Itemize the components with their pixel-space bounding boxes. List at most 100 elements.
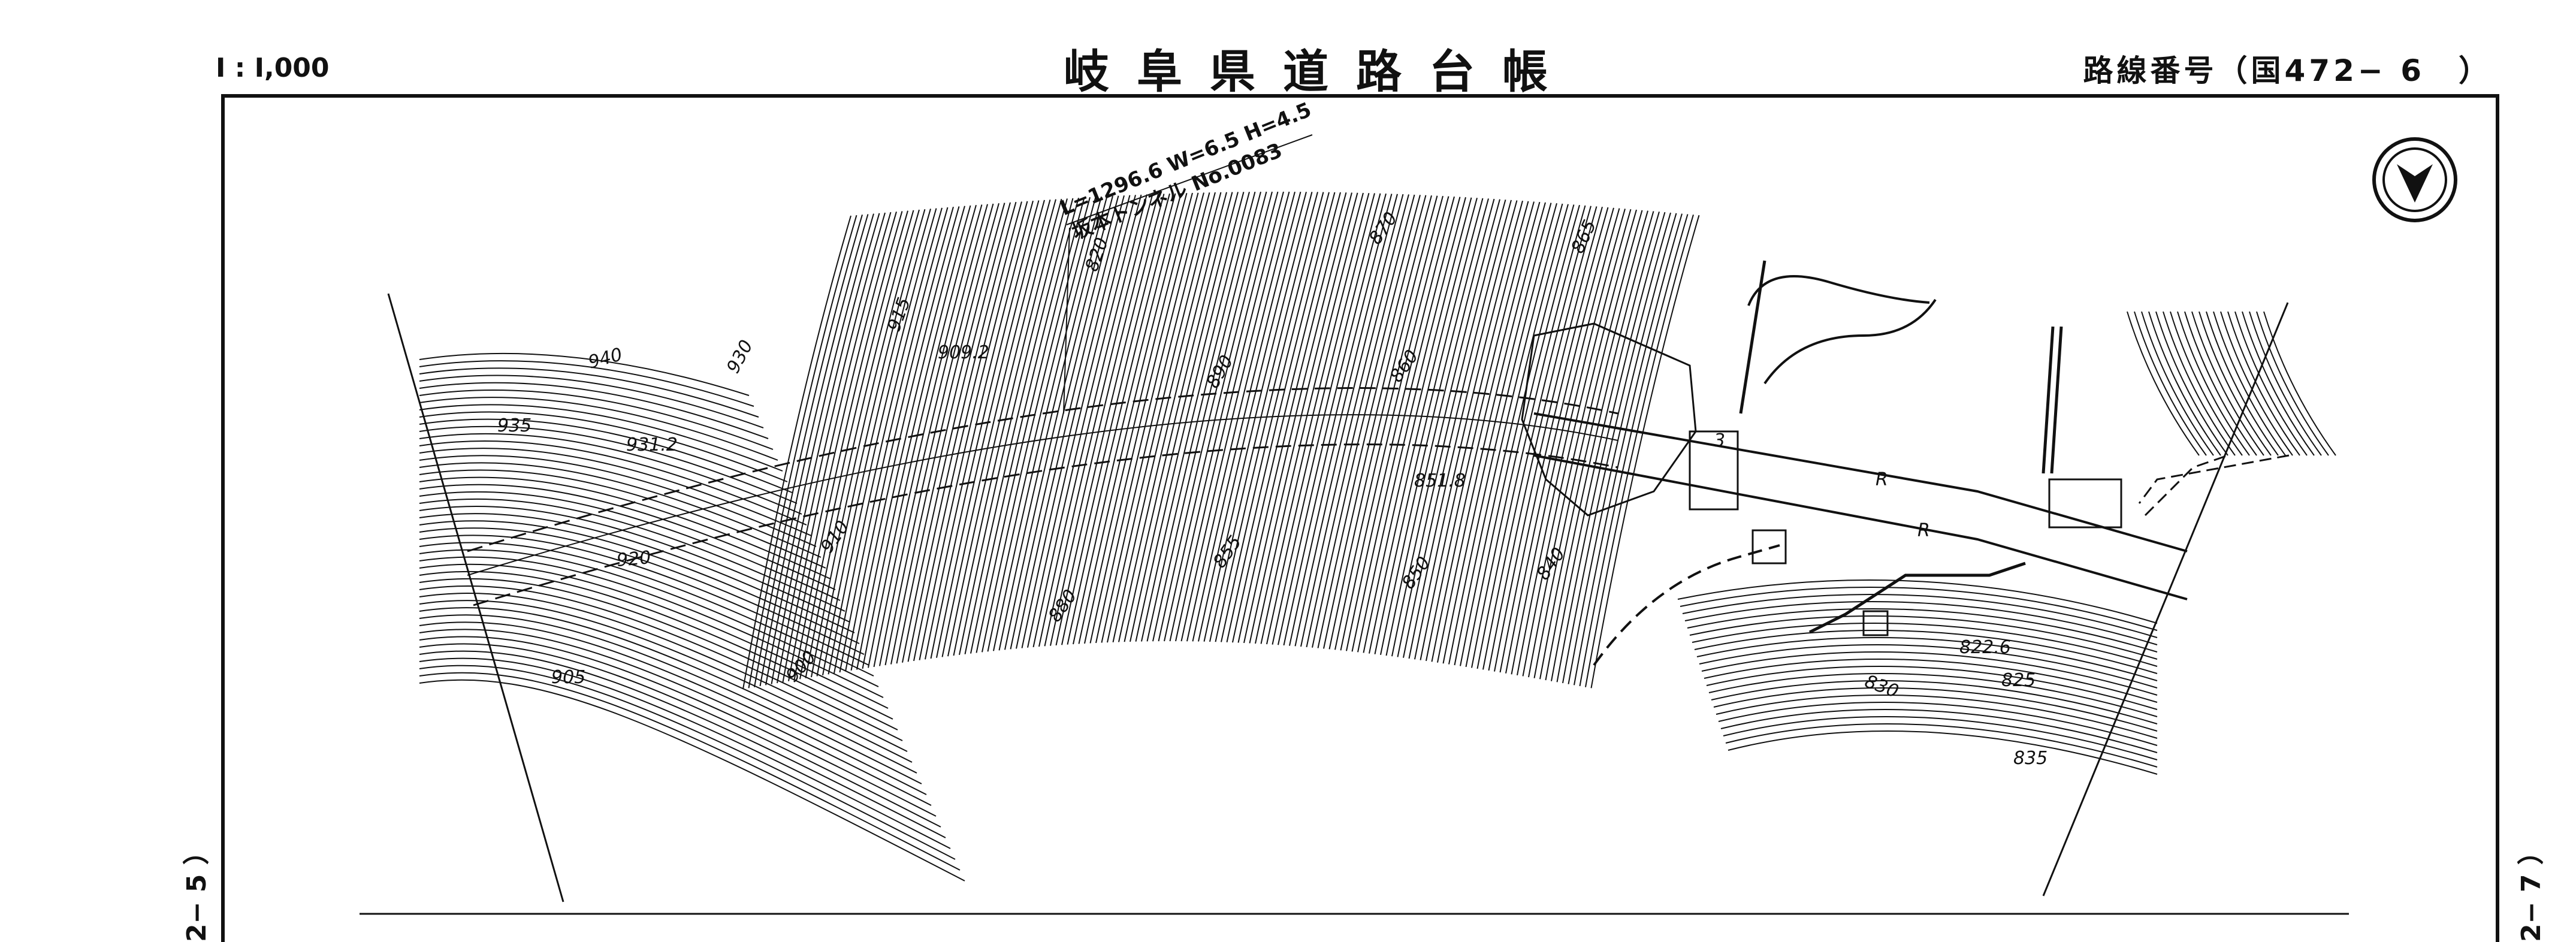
contour-line: [998, 196, 1108, 651]
contour-line: [1694, 630, 2158, 674]
contour-line: [1448, 203, 1557, 665]
contour-line: [2141, 311, 2214, 456]
contour-line: [2263, 311, 2336, 456]
contour-line: [2127, 311, 2200, 456]
contour-line: [1556, 212, 1666, 683]
contour-line: [1294, 194, 1404, 647]
contour-line: [1158, 191, 1267, 642]
contour-line: [873, 204, 983, 668]
contour-line: [982, 197, 1091, 653]
contour-line: [1363, 197, 1472, 653]
contour-line: [1431, 201, 1541, 662]
contour-line: [1677, 579, 2158, 624]
contour-line: [782, 212, 892, 683]
contour-line: [862, 205, 971, 669]
contour-line: [1164, 191, 1273, 642]
contour-line: [1692, 623, 2158, 667]
contour-line: [2227, 311, 2300, 456]
contour-line: [1568, 213, 1677, 684]
contour-line: [1300, 194, 1409, 647]
contour-line: [976, 197, 1085, 653]
contour-line: [828, 208, 937, 675]
contour-label: 920: [616, 547, 652, 571]
contour-line: [1289, 194, 1398, 646]
contour-line: [902, 202, 1011, 663]
contour-line: [1426, 201, 1535, 662]
contour-line: [1266, 193, 1375, 645]
contour-line: [2163, 311, 2236, 456]
contour-line: [959, 198, 1068, 656]
contour-line: [2148, 311, 2221, 456]
contour-line: [2249, 311, 2322, 456]
contour-line: [1704, 659, 2158, 703]
contour-line: [419, 556, 884, 698]
contour-line: [993, 196, 1102, 651]
tunnel-portal: [1521, 322, 2122, 636]
contour-line: [2234, 311, 2308, 456]
contour-line: [1682, 594, 2158, 638]
contour-line: [1482, 206, 1591, 670]
contour-line: [1420, 201, 1529, 660]
map-scale: I : I,000: [216, 53, 330, 83]
contour-label: 840: [1533, 544, 1570, 584]
contour-line: [793, 211, 903, 681]
contour-line: [419, 360, 754, 407]
contour-line: [1146, 191, 1256, 642]
contour-line: [1723, 716, 2158, 760]
contour-line: [1237, 192, 1347, 643]
contour-label: 835: [2013, 748, 2047, 769]
contour-line: [1687, 608, 2158, 653]
access-road-loop: [1747, 275, 1930, 306]
contour-line: [1078, 192, 1188, 644]
contour-line: [419, 520, 860, 644]
contour-line: [1340, 196, 1449, 651]
contour-line: [1130, 192, 1239, 642]
spot-height-label: 931.2: [626, 434, 678, 455]
contour-line: [1306, 194, 1415, 648]
contour-line: [805, 210, 914, 678]
contour-line: [833, 207, 943, 674]
contour-line: [419, 389, 774, 450]
contour-line: [1107, 192, 1216, 643]
contour-line: [1357, 197, 1466, 653]
contour-line: [2220, 311, 2293, 456]
contour-line: [419, 469, 826, 569]
contour-line: [1699, 644, 2158, 689]
contour-line: [1118, 192, 1227, 642]
north-arrow-icon: [2372, 137, 2457, 222]
contour-line: [419, 643, 941, 828]
contour-line: [419, 600, 913, 763]
contour-line: [419, 484, 836, 590]
contour-line: [2256, 311, 2329, 456]
contour-line: [964, 198, 1074, 654]
contour-line: [1701, 651, 2158, 696]
contour-line: [2177, 311, 2250, 456]
contour-line: [850, 206, 960, 671]
contour-line: [1016, 195, 1125, 649]
contour-line: [1488, 206, 1597, 671]
contour-line: [419, 433, 802, 515]
contour-line: [1351, 197, 1461, 652]
contour-line: [1385, 198, 1495, 656]
contour-line: [1135, 192, 1245, 642]
contour-line: [1706, 666, 2158, 710]
contour-line: [419, 592, 908, 752]
contour-label: 930: [723, 337, 757, 377]
contour-line: [896, 203, 1005, 664]
contour-line: [1323, 195, 1432, 649]
contour-line: [1711, 680, 2158, 724]
contour-label: 830: [1862, 671, 1901, 702]
contour-line: [1328, 195, 1438, 650]
contour-line: [879, 204, 988, 666]
contour-line: [1720, 709, 2158, 753]
contour-line: [1226, 192, 1336, 642]
contour-line: [1175, 191, 1284, 642]
boundary-dashed: [1593, 544, 1780, 666]
tunnel-leader: [1063, 227, 1070, 414]
contour-line: [1221, 192, 1330, 642]
contour-line: [1716, 695, 2158, 739]
contour-line: [1312, 195, 1421, 648]
contour-line: [919, 201, 1028, 660]
contour-line: [1471, 204, 1580, 668]
